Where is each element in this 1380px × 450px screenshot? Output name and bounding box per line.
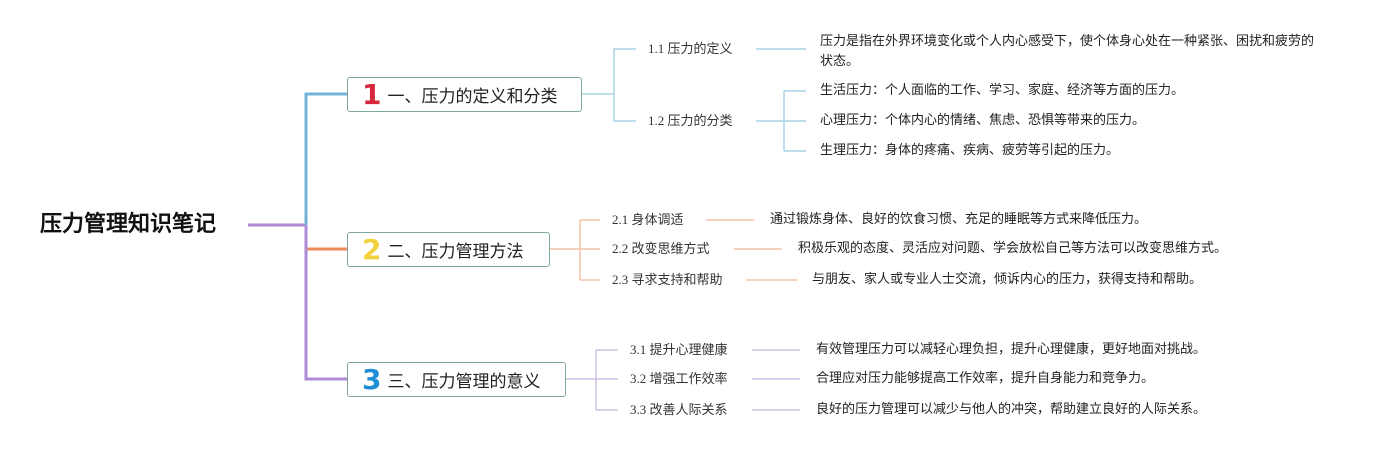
root-title: 压力管理知识笔记 xyxy=(40,212,217,237)
branch-3-label: 三、压力管理的意义 xyxy=(387,372,541,392)
leaf-3-3: 良好的压力管理可以减少与他人的冲突，帮助建立良好的人际关系。 xyxy=(816,402,1207,417)
sub-3-1[interactable]: 3.1 提升心理健康 xyxy=(630,342,728,357)
sub-3-3[interactable]: 3.3 改善人际关系 xyxy=(630,402,728,417)
sub-3-2[interactable]: 3.2 增强工作效率 xyxy=(630,371,728,386)
leaf-1-2-a: 生活压力：个人面临的工作、学习、家庭、经济等方面的压力。 xyxy=(820,83,1185,98)
leaf-2-3: 与朋友、家人或专业人士交流，倾诉内心的压力，获得支持和帮助。 xyxy=(812,272,1203,287)
branch-1-number: 1 xyxy=(362,77,382,111)
sub-2-3[interactable]: 2.3 寻求支持和帮助 xyxy=(612,272,723,287)
sub-1-2[interactable]: 1.2 压力的分类 xyxy=(648,113,733,128)
leaf-1-2-connector xyxy=(756,90,806,152)
branch2-connector xyxy=(304,225,347,251)
leaf-3-2: 合理应对压力能够提高工作效率，提升自身能力和竞争力。 xyxy=(816,371,1155,386)
branch-3-number: 3 xyxy=(362,362,382,396)
branch-2[interactable]: 2 二、压力管理方法 xyxy=(347,232,550,267)
branch1-connector xyxy=(304,92,347,225)
branch-2-label: 二、压力管理方法 xyxy=(387,242,524,262)
sub-2-2[interactable]: 2.2 改变思维方式 xyxy=(612,241,710,256)
leaf-1-2-c: 生理压力：身体的疼痛、疾病、疲劳等引起的压力。 xyxy=(820,143,1120,158)
branch-1[interactable]: 1 一、压力的定义和分类 xyxy=(347,77,582,112)
sub-1-2-connector xyxy=(613,94,636,122)
sub-2-connector xyxy=(550,219,600,281)
sub-1-1-connector xyxy=(582,48,636,95)
branch-3[interactable]: 3 三、压力管理的意义 xyxy=(347,362,566,397)
leaf-2-2: 积极乐观的态度、灵活应对问题、学会放松自己等方法可以改变思维方式。 xyxy=(798,241,1228,256)
leaf-2-1: 通过锻炼身体、良好的饮食习惯、充足的睡眠等方式来降低压力。 xyxy=(770,212,1148,227)
branch-2-number: 2 xyxy=(362,232,382,266)
sub-3-connector xyxy=(566,349,618,411)
leaf-1-1: 压力是指在外界环境变化或个人内心感受下，使个体身心处在一种紧张、困扰和疲劳的状态… xyxy=(820,34,1315,69)
branch3-connector xyxy=(304,225,347,381)
leaf-3-1: 有效管理压力可以减轻心理负担，提升心理健康，更好地面对挑战。 xyxy=(816,342,1207,357)
sub-1-1[interactable]: 1.1 压力的定义 xyxy=(648,41,733,56)
leaf-1-2-b: 心理压力：个体内心的情绪、焦虑、恐惧等带来的压力。 xyxy=(820,113,1146,128)
sub-2-1[interactable]: 2.1 身体调适 xyxy=(612,212,684,227)
branch-1-label: 一、压力的定义和分类 xyxy=(387,87,558,107)
